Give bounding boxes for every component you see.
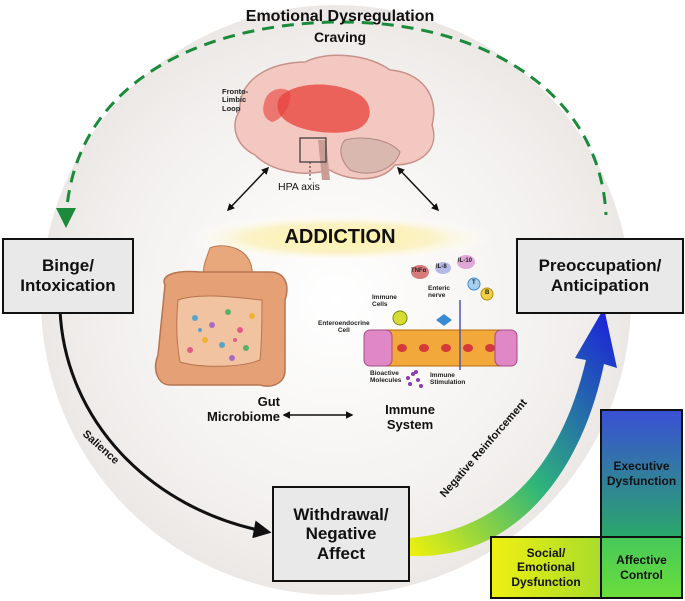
addiction-glow [185,214,495,262]
b-cell-label: B [485,290,490,296]
brain-illustration [234,54,435,180]
t-cell-label: T [472,280,476,286]
brain-immune-arrow [396,166,440,212]
immune-stimulation-label: Immune Stimulation [430,372,466,387]
background-circle [41,5,631,595]
preoccupation-anticipation-box: Preoccupation/ Anticipation [516,238,684,314]
social-emotional-dysfunction-label: Social/ Emotional Dysfunction [511,545,581,589]
executive-dysfunction-box [600,409,683,538]
emotional-dysregulation-label: Emotional Dysregulation [245,8,435,25]
gut-microbiome-label: Gut Microbiome [207,394,280,424]
tnf-label: TNFα [411,268,427,274]
il10-label: IL-10 [458,258,473,264]
craving-label: Craving [313,29,367,45]
gut-illustration [154,245,288,387]
fronto-limbic-label: Fronto- Limbic Loop [222,87,249,113]
addiction-title: ADDICTION [284,226,396,248]
affective-control-box [600,536,683,599]
executive-dysfunction-label: Executive Dysfunction [606,459,677,488]
brain-gut-arrow [226,166,270,212]
hpa-axis-label: HPA axis [278,181,320,193]
immune-system-label: Immune System [385,402,435,432]
immune-cells-label: Immune Cells [372,294,397,309]
enteric-nerve-label: Enteric nerve [428,285,451,300]
bioactive-label: Bioactive Molecules [370,370,402,385]
negative-reinforcement-arrow [410,308,617,557]
enteroendocrine-label: Enteroendocrine Cell [318,320,370,335]
il8-label: IL-8 [436,264,447,270]
affective-control-label: Affective Control [616,553,667,582]
binge-intoxication-box: Binge/ Intoxication [2,238,134,314]
craving-arrowhead [56,208,76,228]
immune-illustration [363,255,518,388]
salience-arrow [58,309,272,539]
withdrawal-negative-affect-box: Withdrawal/ Negative Affect [272,486,410,582]
